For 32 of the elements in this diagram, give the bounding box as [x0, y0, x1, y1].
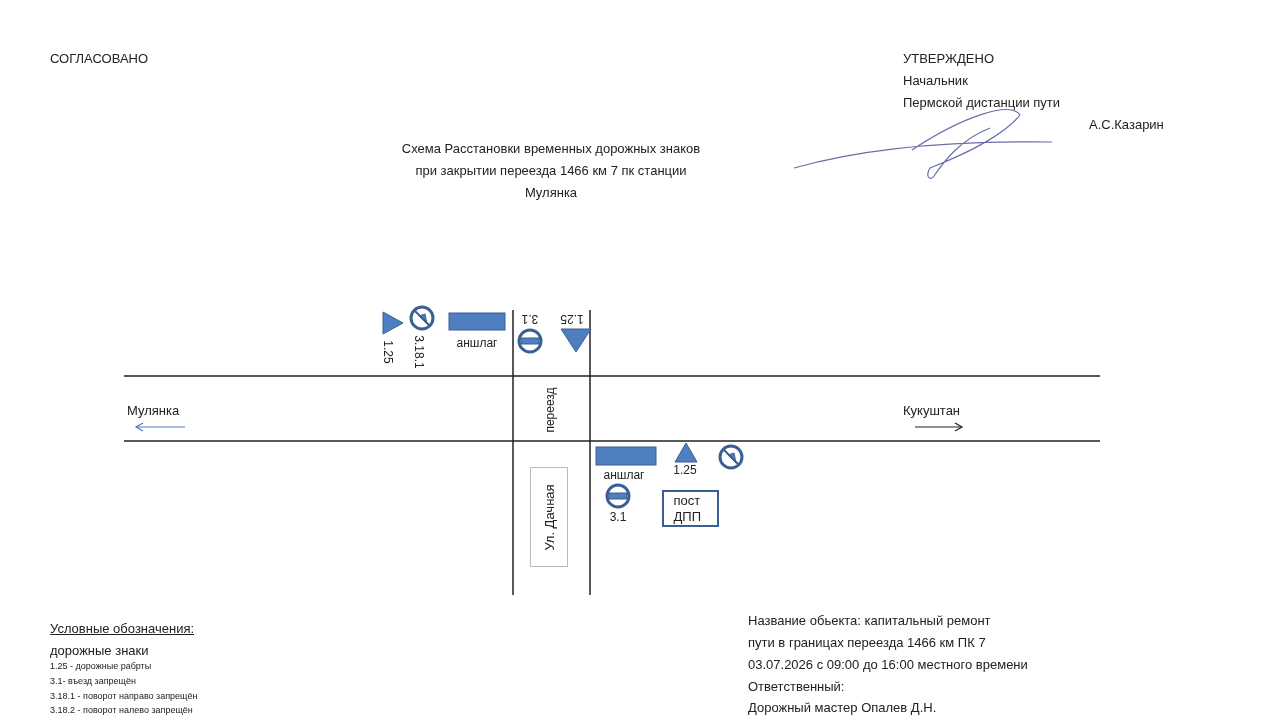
legend-item: 3.18.1 - поворот направо запрещён — [50, 692, 198, 702]
sign-caption: аншлаг — [603, 469, 645, 483]
diagram-title: Схема Расстановки временных дорожных знаков при закрытии переезда 1466 км 7 пк станции Мулянка — [400, 140, 702, 202]
approval-text: Пермской дистанции пути — [903, 96, 1061, 111]
sign-number: 1.25 — [560, 311, 584, 325]
sign-number: 1.25 — [380, 340, 394, 364]
sign-number: 1.25 — [673, 464, 697, 478]
note-text: Название обьекта: капитальный ремонт — [748, 614, 991, 629]
legend-item: 1.25 - дорожные рабрты — [50, 662, 152, 672]
node-text: пост ДПП — [673, 492, 702, 525]
approval-text: УТВЕРЖДЕНО — [903, 52, 995, 67]
approval-text: СОГЛАСОВАНО — [50, 52, 149, 67]
note-text: 03.07.2026 с 09:00 до 16:00 местного времени — [748, 658, 1028, 673]
legend-heading: Условные обозначения: — [50, 622, 195, 637]
post-box — [662, 490, 719, 527]
street-name-box — [530, 467, 568, 567]
sign-caption: аншлаг — [456, 337, 498, 351]
sign-number: 3.18.1 — [411, 335, 425, 369]
place-name: Кукуштан — [903, 404, 961, 419]
crossing-label: переезд — [544, 387, 558, 433]
note-text: пути в границах переезда 1466 км ПК 7 — [748, 636, 986, 651]
approval-text: А.С.Казарин — [1089, 118, 1164, 133]
place-name: Мулянка — [127, 404, 180, 419]
note-text: Ответственный: — [748, 680, 845, 695]
legend-item: 3.1- въезд запрещён — [50, 677, 136, 687]
note-text: Дорожный мастер Опалев Д.Н. — [748, 701, 937, 716]
sign-number: 3.1 — [521, 311, 539, 325]
legend-subheading: дорожные знаки — [50, 644, 149, 659]
approval-text: Начальник — [903, 74, 968, 89]
legend-item: 3.18.2 - поворот налево запрещён — [50, 706, 193, 716]
node-text: Ул. Дачная — [541, 483, 557, 551]
sign-number: 3.1 — [609, 511, 627, 525]
